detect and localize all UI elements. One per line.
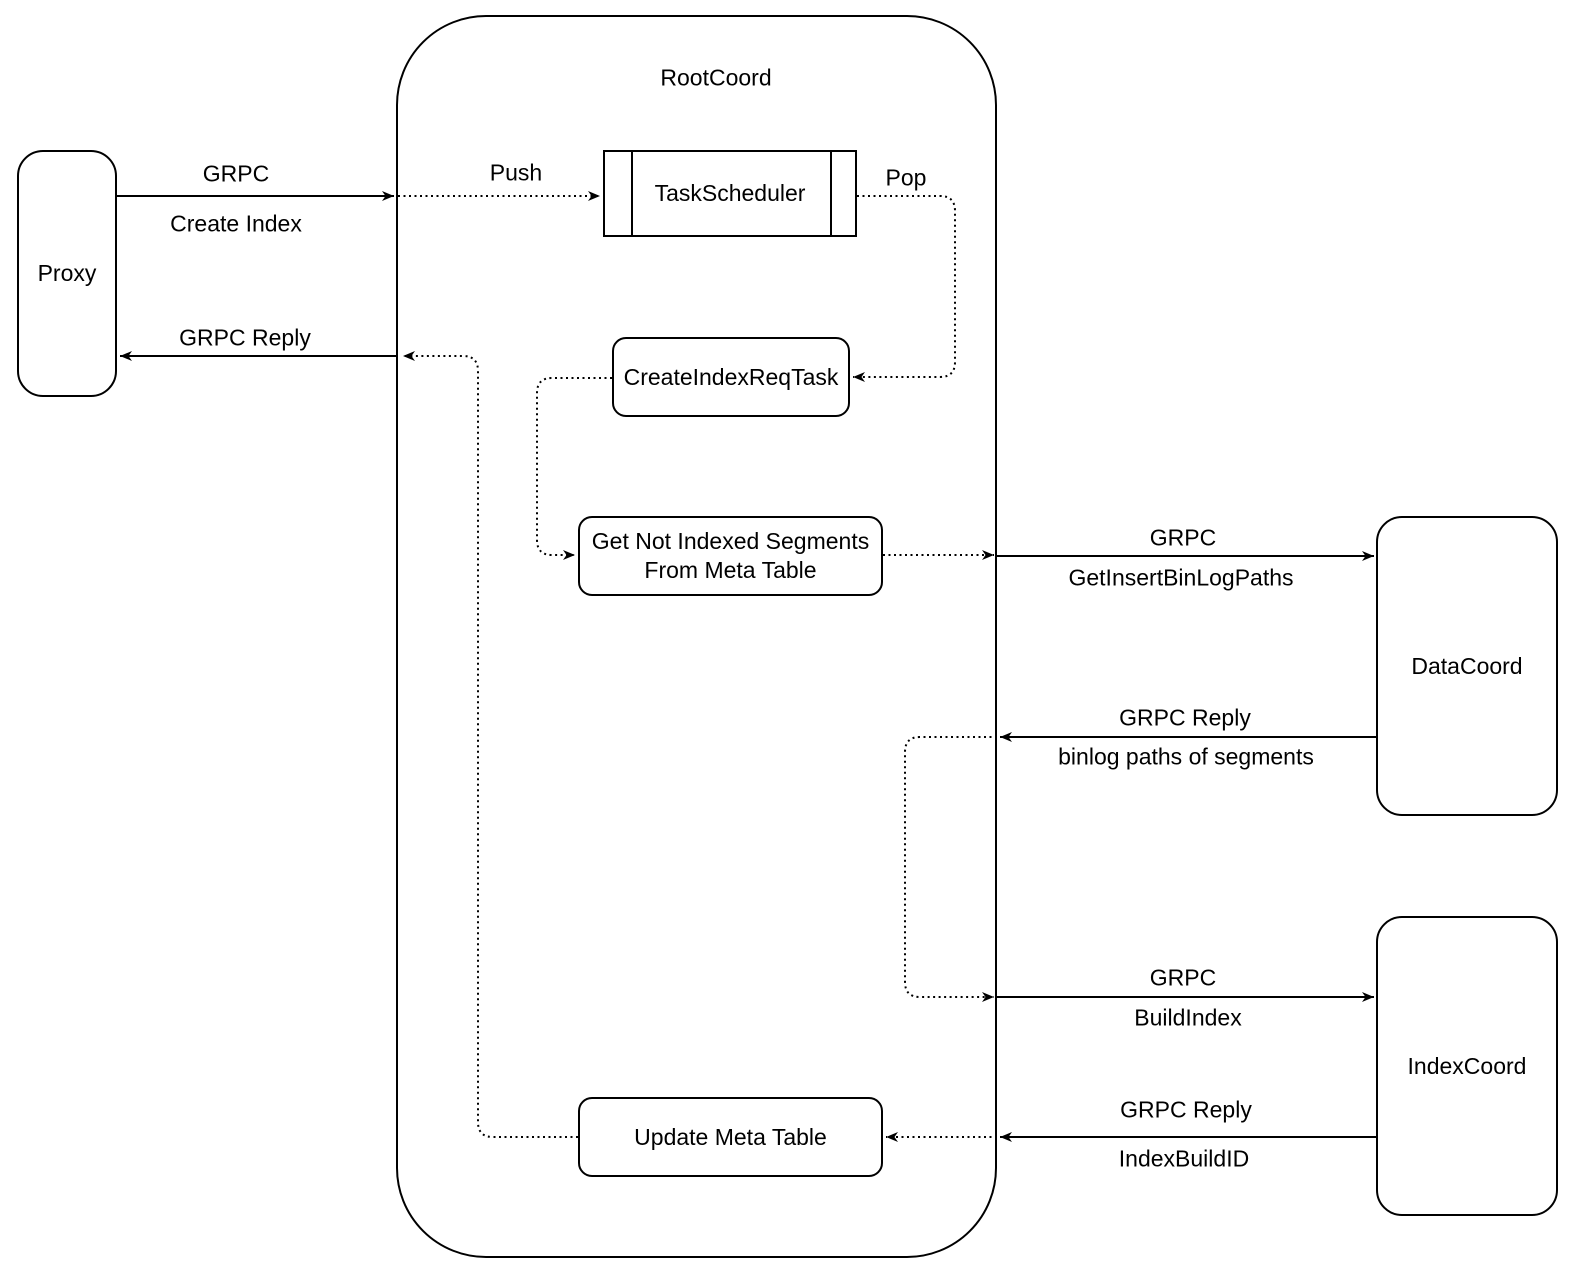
node-update-meta-table-label: Update Meta Table [634,1123,827,1150]
edge-update-meta-to-reply [403,351,578,1138]
node-create-index-req-task: CreateIndexReqTask [612,337,850,417]
label-binlog-reply-grpc: GRPC Reply [1115,704,1255,732]
rootcoord-container [396,15,997,1258]
node-task-scheduler: TaskScheduler [603,150,857,237]
node-index-coord-label: IndexCoord [1407,1052,1527,1079]
label-indexbuildid: IndexBuildID [1114,1145,1254,1173]
label-getinsertbinlogpaths: GetInsertBinLogPaths [1064,564,1298,592]
queue-right-bar [830,152,832,235]
label-getinsert-grpc: GRPC [1145,524,1221,552]
node-proxy: Proxy [17,150,117,397]
edge-to-get-segments [536,377,612,560]
label-push: Push [485,159,547,187]
label-create-index: Create Index [166,210,306,238]
node-get-not-indexed-segments-label: Get Not Indexed Segments From Meta Table [592,527,869,585]
label-create-index-grpc: GRPC [198,160,274,188]
label-buildindex-grpc: GRPC [1145,964,1221,992]
node-proxy-label: Proxy [37,260,97,287]
node-data-coord-label: DataCoord [1411,652,1523,679]
get-segments-line1: Get Not Indexed Segments [591,528,870,555]
label-pop: Pop [881,164,931,192]
node-get-not-indexed-segments: Get Not Indexed Segments From Meta Table [578,516,883,596]
label-binlog-paths: binlog paths of segments [1054,743,1318,771]
queue-left-bar [631,152,633,235]
node-task-scheduler-label: TaskScheduler [654,180,806,207]
label-grpc-reply-proxy: GRPC Reply [175,324,315,352]
node-index-coord: IndexCoord [1376,916,1558,1216]
label-buildindex: BuildIndex [1130,1004,1246,1032]
get-segments-line2: From Meta Table [644,557,817,583]
node-update-meta-table: Update Meta Table [578,1097,883,1177]
rootcoord-title: RootCoord [660,64,772,91]
node-create-index-req-task-label: CreateIndexReqTask [623,363,839,390]
edge-pop [853,195,956,382]
node-data-coord: DataCoord [1376,516,1558,816]
edge-internal-to-buildindex [904,736,997,1002]
label-indexbuildid-grpc-reply: GRPC Reply [1116,1096,1256,1124]
